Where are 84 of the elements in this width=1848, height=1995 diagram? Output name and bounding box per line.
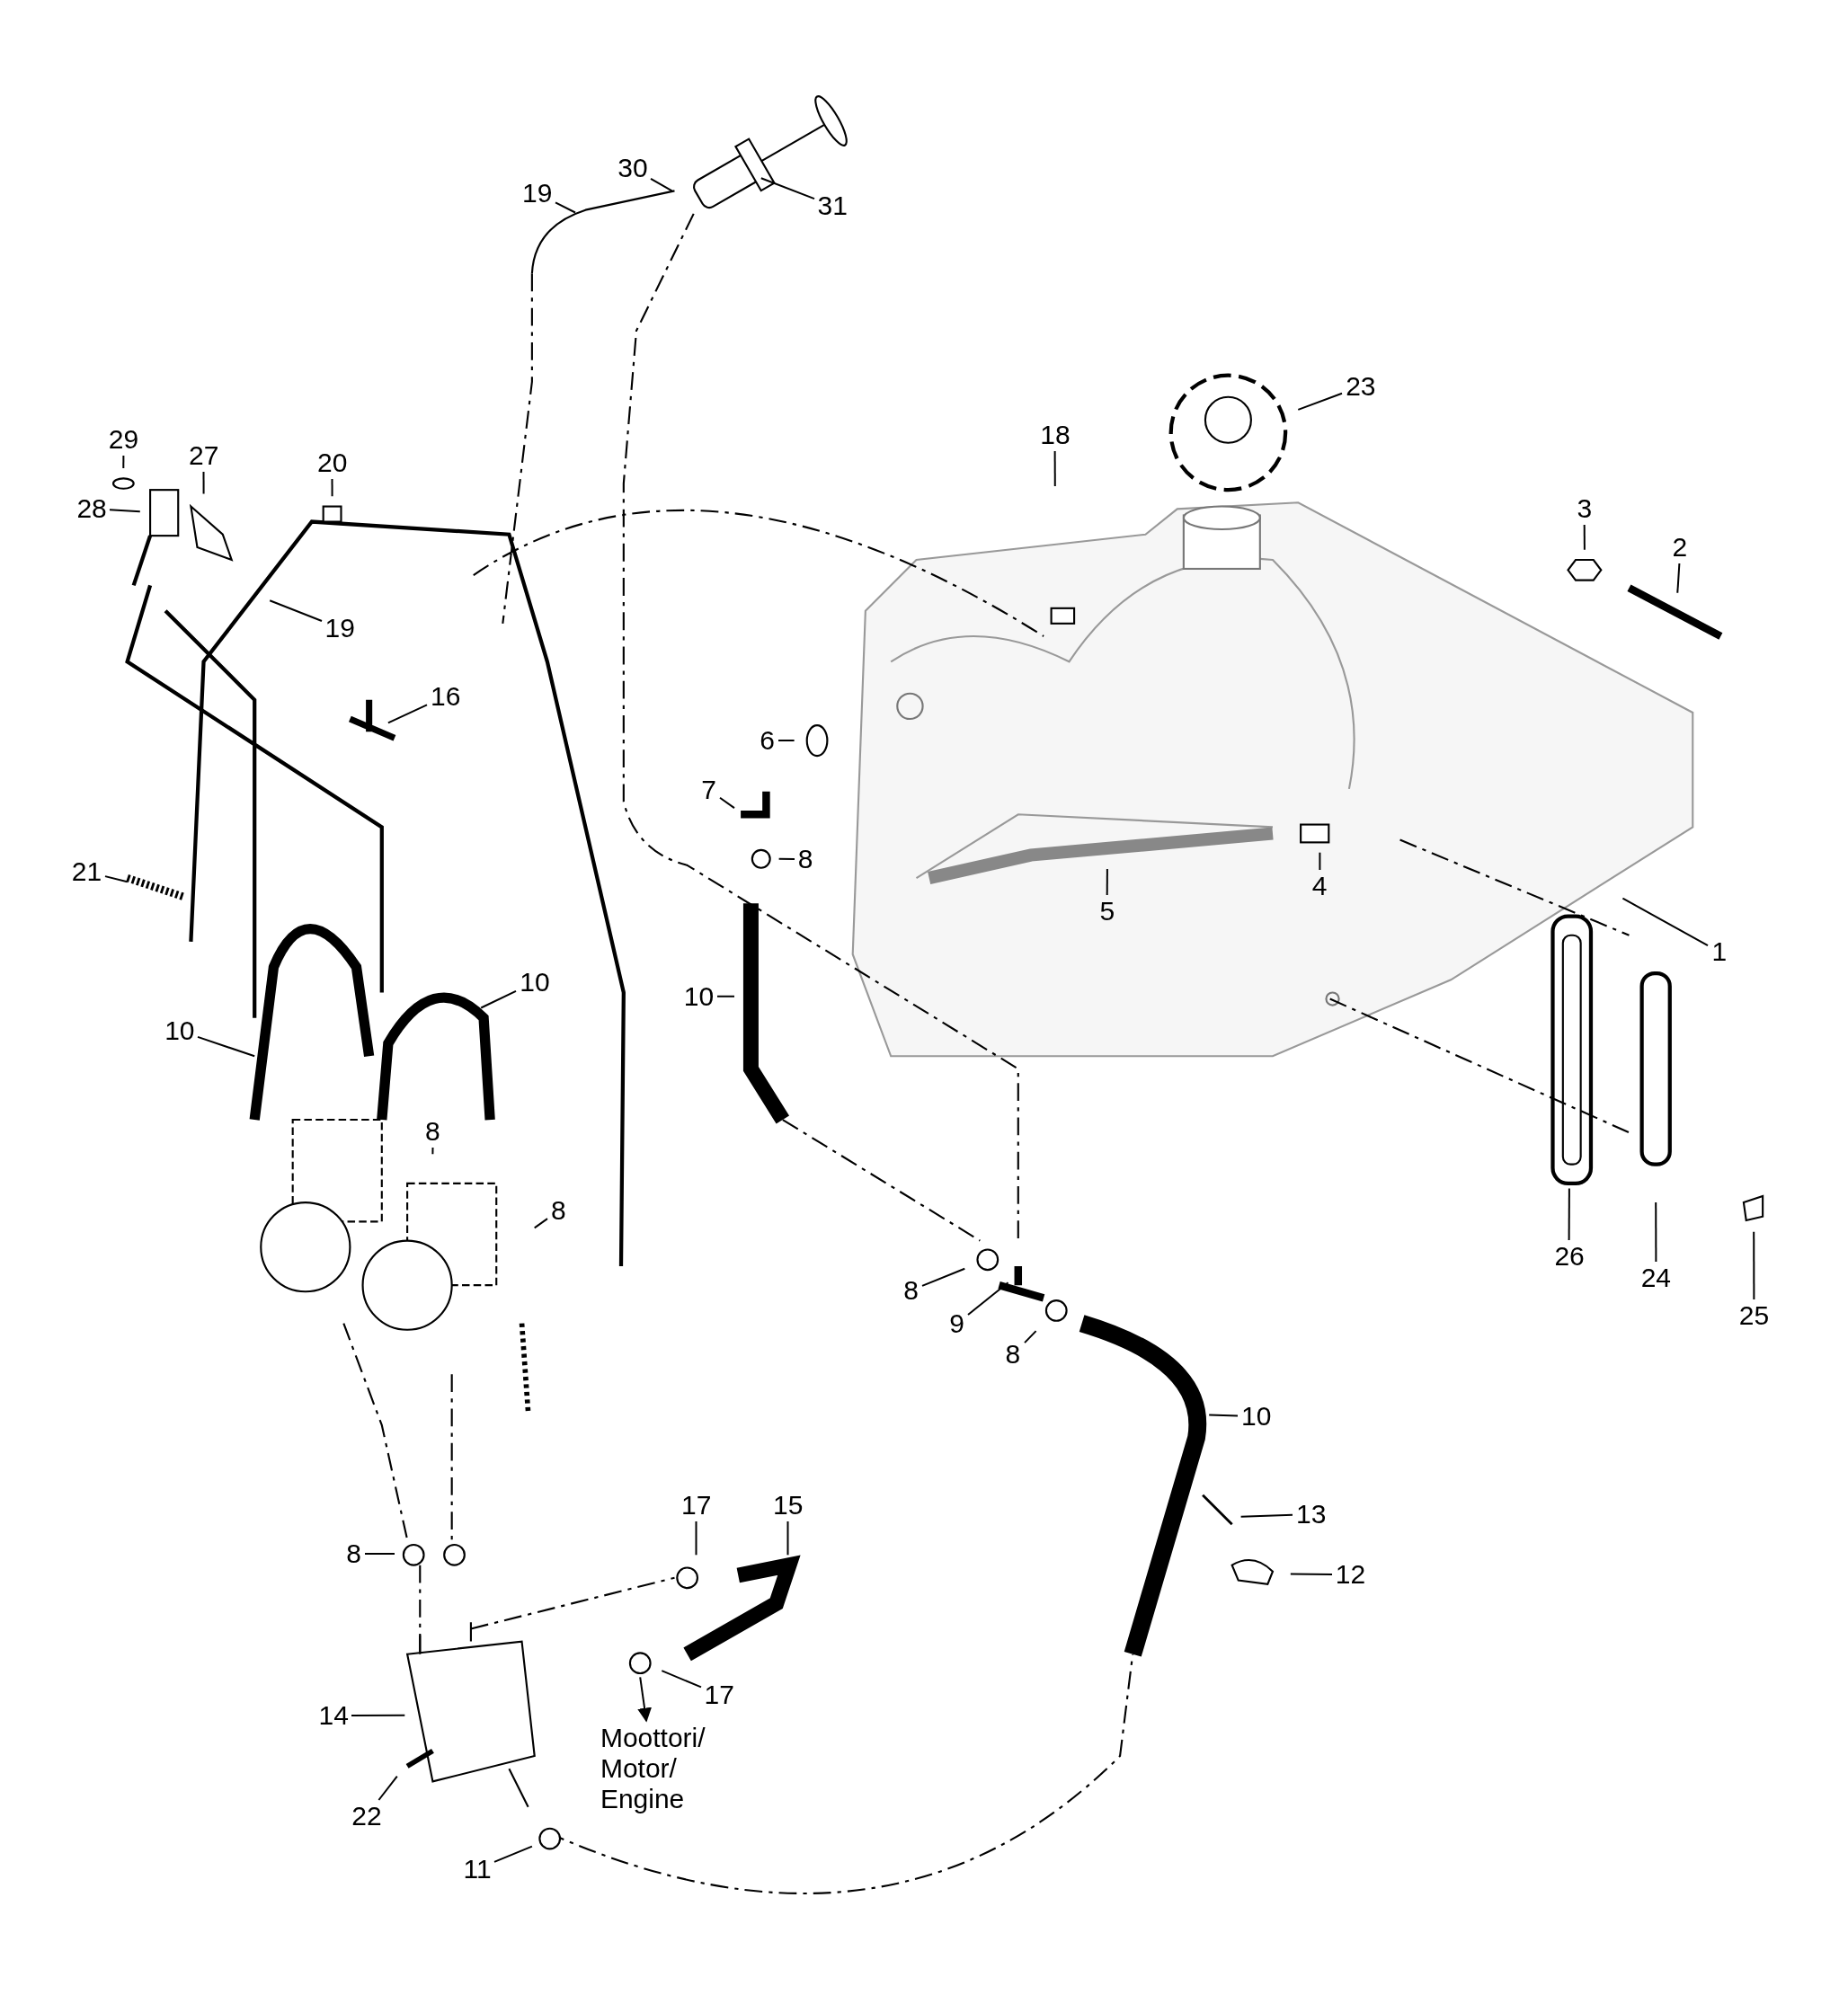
callout-number: 28 bbox=[75, 494, 109, 524]
leader-line bbox=[431, 1147, 434, 1156]
callout-number: 10 bbox=[518, 968, 552, 998]
leader-line bbox=[104, 875, 129, 883]
callout-number: 8 bbox=[422, 1116, 442, 1146]
callout-number: 11 bbox=[461, 1855, 493, 1884]
leader-line bbox=[1753, 1230, 1755, 1300]
leader-line bbox=[386, 704, 428, 724]
leader-line bbox=[197, 1035, 256, 1058]
callout-number: 22 bbox=[350, 1801, 384, 1831]
callout-number: 13 bbox=[1293, 1500, 1328, 1529]
leader-line bbox=[1676, 563, 1681, 594]
leader-line bbox=[650, 177, 673, 192]
leader-line bbox=[480, 989, 517, 1009]
leader-line bbox=[1053, 450, 1056, 487]
callout-number: 3 bbox=[1575, 494, 1595, 524]
leader-line bbox=[777, 857, 795, 860]
leader-line bbox=[719, 796, 735, 810]
callout-number: 10 bbox=[1239, 1401, 1274, 1431]
leader-line bbox=[1239, 1513, 1293, 1518]
callout-number: 2 bbox=[1670, 532, 1690, 562]
callout-number: 10 bbox=[681, 981, 716, 1011]
destination-label: Moottori/ Motor/ Engine bbox=[598, 1723, 707, 1815]
leader-line bbox=[921, 1267, 966, 1287]
callout-number: 12 bbox=[1333, 1559, 1368, 1589]
callout-number: 6 bbox=[758, 726, 777, 756]
leader-line bbox=[716, 995, 735, 998]
callout-number: 18 bbox=[1038, 421, 1072, 450]
callout-number: 24 bbox=[1639, 1263, 1674, 1292]
leader-line bbox=[555, 201, 576, 214]
leader-line bbox=[351, 1714, 406, 1716]
callout-number: 23 bbox=[1344, 372, 1378, 402]
callout-number: 14 bbox=[316, 1700, 351, 1730]
callout-number: 19 bbox=[520, 179, 555, 208]
leader-line bbox=[1289, 1573, 1333, 1575]
callout-number: 8 bbox=[1003, 1339, 1023, 1369]
leader-line bbox=[1106, 868, 1108, 896]
callout-number: 30 bbox=[616, 153, 650, 182]
leader-line bbox=[1319, 851, 1321, 871]
callout-number: 4 bbox=[1310, 871, 1329, 900]
callout-number: 27 bbox=[187, 440, 221, 470]
leader-line bbox=[378, 1775, 398, 1801]
callout-number: 16 bbox=[429, 681, 463, 711]
leader-line bbox=[1655, 1201, 1657, 1263]
leader-line bbox=[661, 1670, 702, 1689]
callout-number: 29 bbox=[106, 424, 141, 454]
leader-line bbox=[786, 1521, 789, 1556]
leader-line bbox=[1583, 524, 1586, 551]
callout-number: 17 bbox=[680, 1491, 714, 1521]
callout-number: 8 bbox=[344, 1538, 363, 1568]
callout-number: 1 bbox=[1710, 937, 1729, 967]
leader-line bbox=[1621, 897, 1709, 947]
callout-number: 25 bbox=[1737, 1301, 1772, 1331]
callout-number: 7 bbox=[699, 776, 718, 805]
leader-line bbox=[967, 1281, 1009, 1316]
callout-number: 21 bbox=[69, 856, 104, 886]
callout-number: 8 bbox=[549, 1195, 568, 1225]
arrow bbox=[637, 1676, 652, 1723]
callout-number: 19 bbox=[323, 614, 357, 643]
leader-line bbox=[1297, 392, 1343, 411]
callout-number: 15 bbox=[771, 1491, 805, 1521]
callout-number: 10 bbox=[163, 1015, 197, 1045]
leader-line bbox=[760, 177, 815, 200]
leader-line bbox=[695, 1521, 697, 1556]
leader-line bbox=[109, 509, 141, 513]
callout-number: 8 bbox=[902, 1275, 920, 1305]
callout-number: 26 bbox=[1552, 1241, 1586, 1271]
callout-number: 17 bbox=[702, 1680, 736, 1710]
leader-line bbox=[122, 455, 125, 470]
callout-number: 31 bbox=[815, 191, 849, 221]
leader-line bbox=[202, 471, 205, 495]
callout-number: 20 bbox=[315, 448, 350, 478]
leader-line bbox=[364, 1552, 395, 1555]
leader-line bbox=[1568, 1187, 1570, 1241]
callout-number: 8 bbox=[795, 844, 815, 873]
leader-line bbox=[493, 1845, 533, 1863]
leader-line bbox=[269, 599, 323, 622]
leader-line bbox=[1208, 1414, 1239, 1417]
leader-line bbox=[331, 478, 333, 498]
leader-line bbox=[533, 1218, 548, 1229]
callout-number: 9 bbox=[947, 1308, 966, 1338]
leader-line bbox=[1024, 1330, 1037, 1344]
leader-line bbox=[777, 740, 795, 742]
callout-number: 5 bbox=[1097, 896, 1117, 926]
